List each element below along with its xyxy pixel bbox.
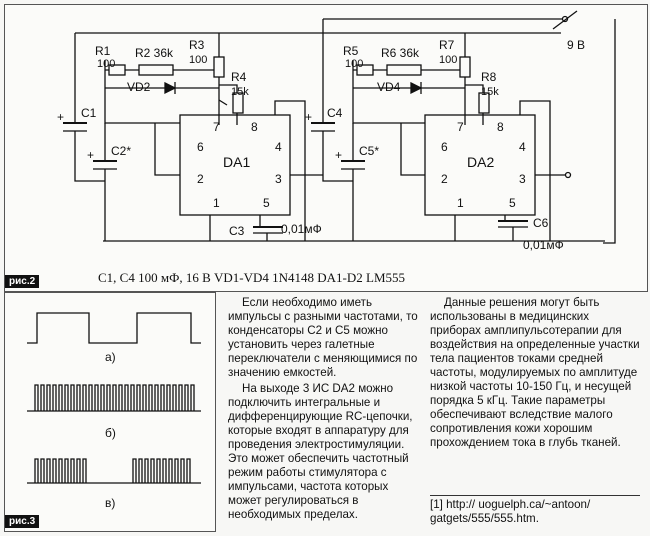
- r2-label: R2 36k: [135, 46, 174, 60]
- paragraph: На выходе 3 ИС DA2 можно подключить инте…: [228, 382, 413, 521]
- c5-label: C5*: [359, 144, 379, 158]
- supply-terminal: [561, 15, 569, 23]
- wave-a: [27, 312, 201, 344]
- da2-pin3: 3: [519, 172, 526, 186]
- da2-chip: [424, 114, 536, 216]
- figure-tag-3: рис.3: [5, 515, 40, 528]
- r6-label: R6 36k: [381, 46, 420, 60]
- article-column-1: Если необходимо иметь импульсы с разными…: [228, 296, 424, 524]
- r7-value: 100: [439, 54, 457, 66]
- c1-label: C1: [81, 106, 97, 120]
- schematic-diagram: R1 100 R2 36k VD2 R3 100 R4 15k C1 C2* +…: [57, 10, 616, 252]
- r8-value: 15k: [481, 86, 499, 98]
- c4-label: C4: [327, 106, 343, 120]
- c1-plus: +: [57, 110, 64, 124]
- da2-pin2: 2: [441, 172, 448, 186]
- r1-value: 100: [97, 58, 115, 70]
- r3-label: R3: [189, 38, 205, 52]
- waveform-figure: а) б) в) рис.3: [4, 292, 216, 532]
- c2-label: C2*: [111, 144, 131, 158]
- da2-pin5: 5: [509, 196, 516, 210]
- da2-pin7: 7: [457, 120, 464, 134]
- article-column-2: Данные решения могут быть использованы в…: [430, 296, 642, 452]
- da1-pin5: 5: [263, 196, 270, 210]
- da2-label: DA2: [467, 154, 494, 170]
- c2-plus: +: [87, 148, 94, 162]
- vd4-label: VD4: [377, 80, 401, 94]
- r7-label: R7: [439, 38, 455, 52]
- da2-pin8: 8: [497, 120, 504, 134]
- paragraph: Данные решения могут быть использованы в…: [430, 296, 640, 449]
- da1-pin8: 8: [251, 120, 258, 134]
- parts-list: C1, C4 100 мФ, 16 В VD1-VD4 1N4148 DA1-D…: [98, 270, 406, 285]
- wave-c-label: в): [105, 496, 115, 510]
- wave-a-label: а): [105, 350, 116, 364]
- wave-c: [27, 458, 201, 484]
- c6-value: 0,01мФ: [523, 238, 564, 252]
- c3-value: 0,01мФ: [281, 222, 322, 236]
- c6-label: C6: [533, 216, 549, 230]
- figure-tag: рис.2: [5, 275, 40, 288]
- r4-value: 15k: [231, 86, 249, 98]
- reference-link[interactable]: [1] http:// uoguelph.ca/~antoon/ gatgets…: [430, 495, 640, 526]
- da1-pin2: 2: [197, 172, 204, 186]
- da1-label: DA1: [223, 154, 250, 170]
- r5-value: 100: [345, 58, 363, 70]
- da2-pin4: 4: [519, 140, 526, 154]
- da1-chip: [179, 114, 291, 216]
- paragraph: Если необходимо иметь импульсы с разными…: [228, 296, 418, 379]
- vd2-label: VD2: [127, 80, 151, 94]
- wave-b: [27, 384, 201, 412]
- c3-label: C3: [229, 224, 245, 238]
- pulse-train: [34, 458, 191, 483]
- da1-pin4: 4: [275, 140, 282, 154]
- r1-label: R1: [95, 44, 111, 58]
- supply-voltage-label: 9 В: [567, 38, 585, 52]
- waveform-diagram: а) б) в): [27, 312, 201, 510]
- da1-pin6: 6: [197, 140, 204, 154]
- r4-label: R4: [231, 70, 247, 84]
- da2-pin6: 6: [441, 140, 448, 154]
- c5-plus: +: [335, 148, 342, 162]
- wave-b-label: б): [105, 426, 116, 440]
- da1-pin1: 1: [213, 196, 220, 210]
- r8-label: R8: [481, 70, 497, 84]
- pulse-train: [34, 384, 195, 411]
- da1-pin3: 3: [275, 172, 282, 186]
- da1-pin7: 7: [213, 120, 220, 134]
- r5-label: R5: [343, 44, 359, 58]
- r3-value: 100: [189, 54, 207, 66]
- output-terminal: [564, 171, 572, 179]
- da2-pin1: 1: [457, 196, 464, 210]
- schematic-figure: R1 100 R2 36k VD2 R3 100 R4 15k C1 C2* +…: [4, 4, 648, 292]
- c4-plus: +: [305, 110, 312, 124]
